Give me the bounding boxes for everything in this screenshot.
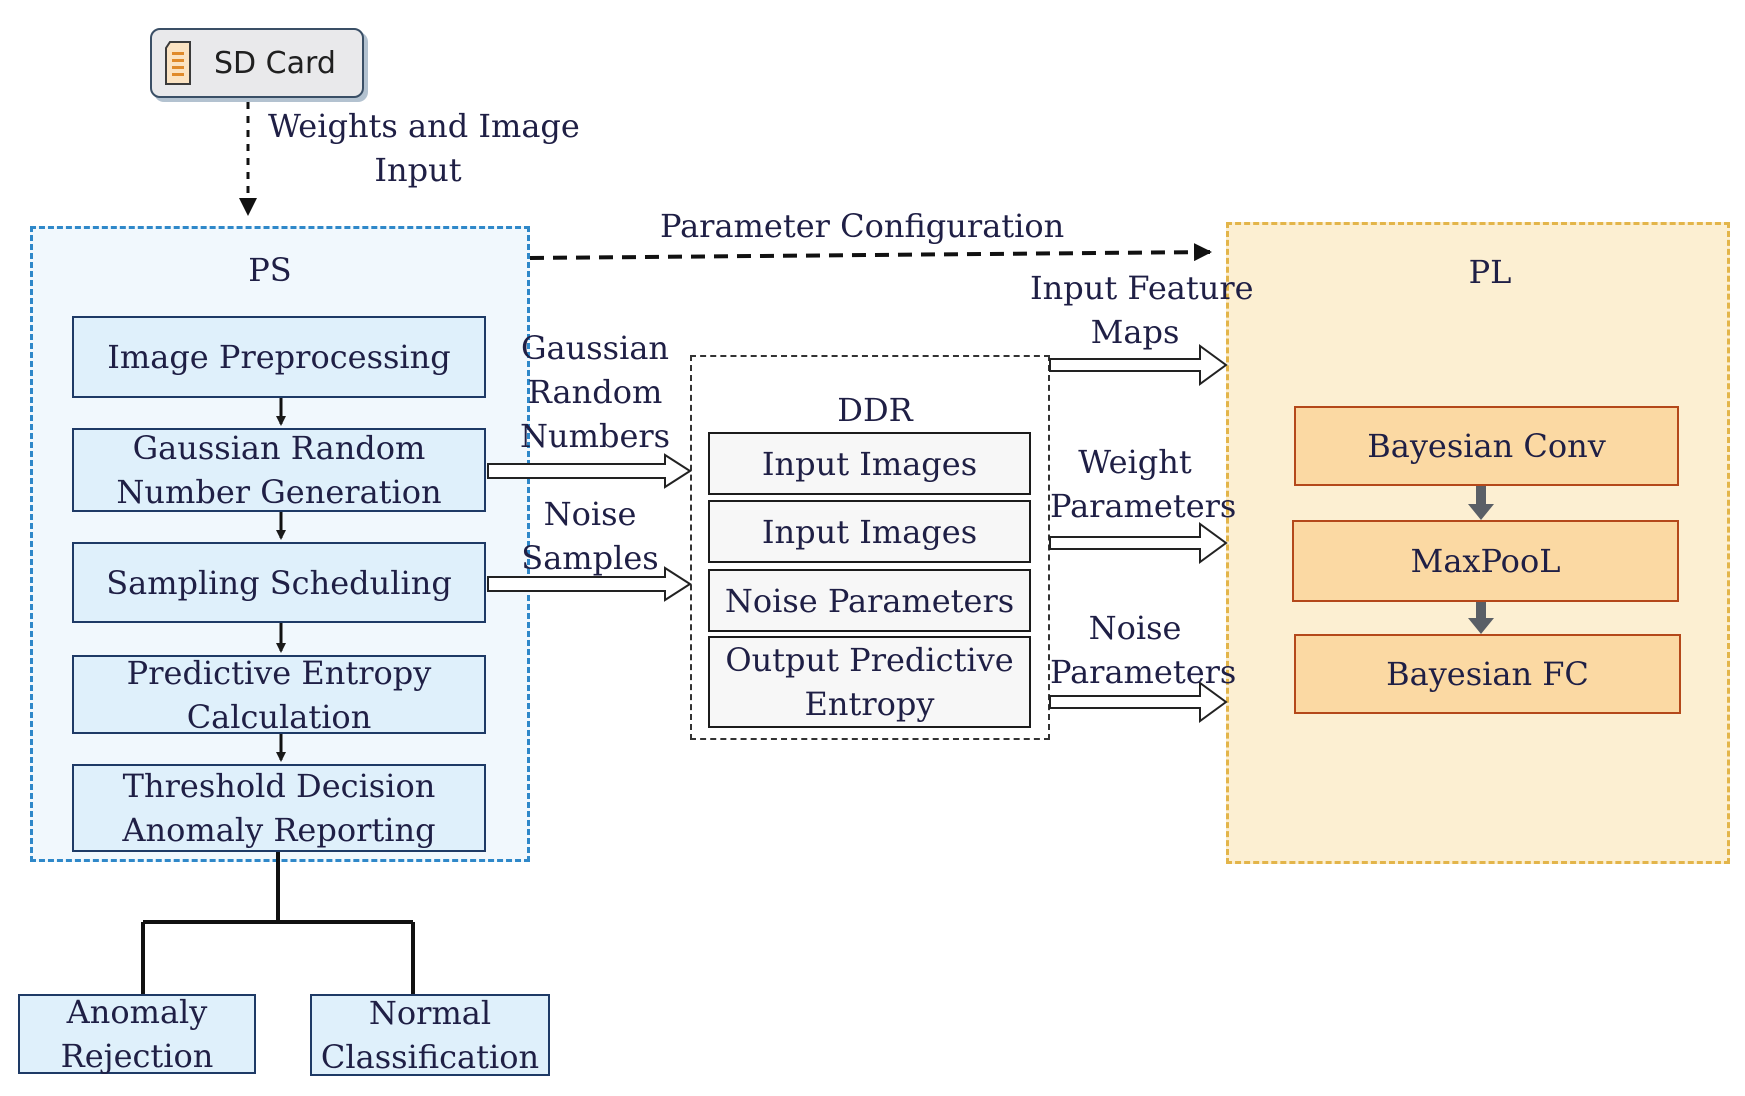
pl-flow-arrow-1 [1468,486,1494,520]
noise-parameters-label: Noise Parameters [1050,606,1237,694]
ddr-item-2-text: Input Images [761,512,978,551]
feature-maps-line-1: Input Feature [1030,269,1254,307]
gaussian-arrow [487,453,692,489]
gaussian-label-line-2: Random [527,373,663,411]
gaussian-numbers-label: Gaussian Random Numbers [520,326,670,458]
pl-title: PL [1468,253,1512,291]
noise-params-line-2: Parameters [1050,653,1237,691]
ddr-item-1-text: Input Images [761,444,978,483]
noise-samples-label: Noise Samples [520,492,660,580]
pl-layer-bayesian-fc: Bayesian FC [1294,634,1681,714]
weights-input-label: Weights and Image Input [268,104,580,192]
ps-step-3-line-1: Sampling Scheduling [106,563,452,602]
pl-layer-3-text: Bayesian FC [1386,655,1589,693]
ps-step-2-line-1: Gaussian Random [132,429,426,467]
outcome-1-line-2: Rejection [60,1037,214,1075]
ps-step-1-line-1: Image Preprocessing [107,338,451,376]
feature-maps-arrow [1049,344,1228,386]
ps-step-2-line-2: Number Generation [116,473,442,511]
outcome-1-line-1: Anomaly [66,993,208,1031]
outcome-tree [141,852,415,994]
sd-card-icon [165,41,191,85]
noise-samples-arrow [487,566,692,602]
ps-step-sampling-scheduling: Sampling Scheduling [72,542,486,623]
weight-params-line-2: Parameters [1050,487,1237,525]
noise-params-line-1: Noise [1088,609,1182,647]
noise-samples-line-1: Noise [543,495,637,533]
weight-params-line-1: Weight [1078,443,1192,481]
ps-step-threshold-decision: Threshold Decision Anomaly Reporting [72,764,486,852]
ddr-item-noise-parameters: Noise Parameters [708,569,1031,632]
ps-step-4-line-1: Predictive Entropy [126,653,432,692]
pl-layer-2-text: MaxPooL [1410,542,1561,580]
ddr-item-4-line-2: Entropy [804,685,935,723]
ddr-item-output-entropy: Output Predictive Entropy [708,636,1031,728]
weights-input-line-1: Weights and Image [268,107,580,145]
ddr-item-input-images-2: Input Images [708,500,1031,563]
weights-input-line-2: Input [374,151,462,189]
ps-to-pl-config-arrow [529,243,1212,262]
ps-step-entropy-calculation: Predictive Entropy Calculation [72,654,486,736]
pl-flow-arrow-2 [1468,602,1494,634]
ps-step-5-line-2: Anomaly Reporting [122,811,436,849]
ps-step-4-line-2: Calculation [186,697,372,736]
outcome-anomaly-rejection: Anomaly Rejection [18,993,256,1075]
weight-parameters-label: Weight Parameters [1050,440,1237,528]
feature-maps-line-2: Maps [1090,313,1180,351]
sd-card: SD Card [150,28,364,98]
outcome-2-line-1: Normal [368,994,492,1032]
gaussian-label-line-3: Numbers [520,417,671,455]
pl-layer-1-text: Bayesian Conv [1367,427,1606,465]
param-config-label: Parameter Configuration [660,207,1065,245]
weight-params-arrow [1049,522,1228,564]
input-feature-maps-label: Input Feature Maps [1030,266,1254,354]
noise-params-arrow [1049,681,1228,723]
ps-title: PS [248,251,292,289]
pl-layer-bayesian-conv: Bayesian Conv [1294,406,1679,486]
ddr-item-4-line-1: Output Predictive [725,641,1014,679]
ps-step-gaussian-generation: Gaussian Random Number Generation [72,428,486,512]
sd-card-label: SD Card [214,45,336,81]
gaussian-label-line-1: Gaussian [520,329,669,367]
ddr-title: DDR [837,391,913,429]
ddr-item-3-text: Noise Parameters [724,581,1015,620]
noise-samples-line-2: Samples [521,539,659,577]
ps-step-image-preprocessing: Image Preprocessing [72,316,486,398]
ddr-item-input-images-1: Input Images [708,432,1031,495]
outcome-2-line-2: Classification [320,1038,540,1076]
pl-layer-maxpool: MaxPooL [1292,520,1679,602]
outcome-normal-classification: Normal Classification [310,994,550,1076]
ps-step-5-line-1: Threshold Decision [122,767,436,805]
